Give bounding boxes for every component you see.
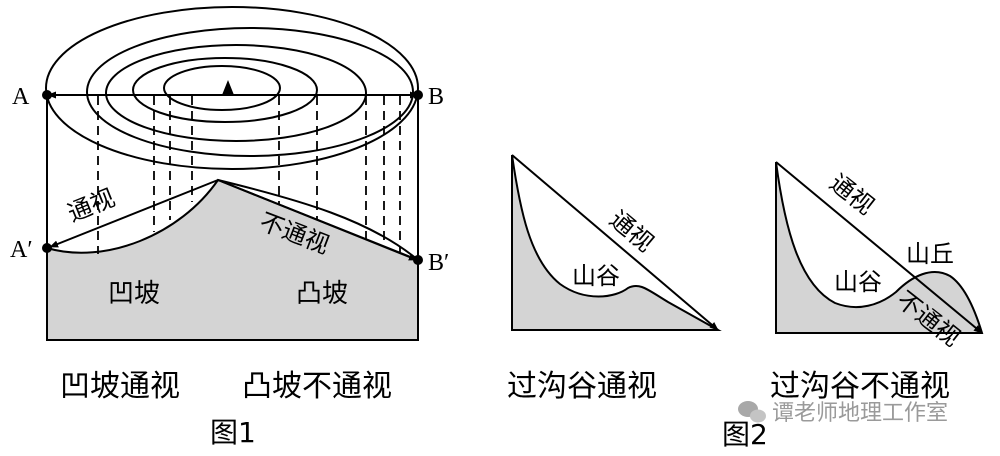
summit-triangle-icon xyxy=(222,80,234,95)
point-a-label: A xyxy=(12,84,30,110)
sight-line-left xyxy=(511,154,719,331)
contour-map xyxy=(45,6,419,170)
projection-dashed-lines xyxy=(97,96,401,254)
figure-2-title: 图2 xyxy=(722,418,768,451)
point-b-label: B xyxy=(428,84,444,110)
point-b-prime-dot xyxy=(413,255,423,265)
left-valley-label: 山谷 xyxy=(572,262,620,290)
right-hill-label: 山丘 xyxy=(906,240,954,268)
sight-line-visible xyxy=(49,179,219,248)
valley-terrain-left xyxy=(511,154,722,331)
wechat-icon xyxy=(738,401,766,423)
contour-line-4 xyxy=(132,57,318,123)
caption-through-valley-not-visible: 过沟谷不通视 xyxy=(770,369,950,404)
figure-1-title: 图1 xyxy=(210,416,256,449)
point-b-prime-label: B′ xyxy=(428,250,449,276)
contour-line-3 xyxy=(105,44,367,142)
caption-convex-not-visible: 凸坡不通视 xyxy=(242,369,392,404)
right-visible-label: 通视 xyxy=(824,169,879,221)
figure-2-left: 通视 山谷 过沟谷通视 xyxy=(507,154,722,404)
contour-line-5 xyxy=(163,65,281,111)
contour-line-1 xyxy=(45,6,419,170)
watermark: 谭老师地理工作室 xyxy=(738,401,948,426)
concave-slope-label: 凹坡 xyxy=(108,279,160,309)
convex-slope-curve xyxy=(217,179,419,261)
watermark-text: 谭老师地理工作室 xyxy=(772,401,948,426)
figure-2-right: 通视 山谷 山丘 不通视 过沟谷不通视 xyxy=(770,161,984,404)
sight-line-not-visible xyxy=(217,179,418,261)
contour-line-2 xyxy=(86,27,414,157)
visible-label: 通视 xyxy=(64,184,119,228)
right-valley-label: 山谷 xyxy=(834,268,882,296)
sight-line-right xyxy=(775,161,983,334)
figure-1: A B A′ B′ 通视 不通视 凹坡 凸坡 凹坡通视 凸坡不 xyxy=(10,6,449,449)
point-a-prime-dot xyxy=(42,243,52,253)
left-visible-label: 通视 xyxy=(604,205,659,257)
caption-through-valley-visible: 过沟谷通视 xyxy=(507,369,657,404)
convex-slope-label: 凸坡 xyxy=(296,279,348,309)
point-a-prime-label: A′ xyxy=(10,237,33,263)
caption-concave-visible: 凹坡通视 xyxy=(60,369,180,404)
